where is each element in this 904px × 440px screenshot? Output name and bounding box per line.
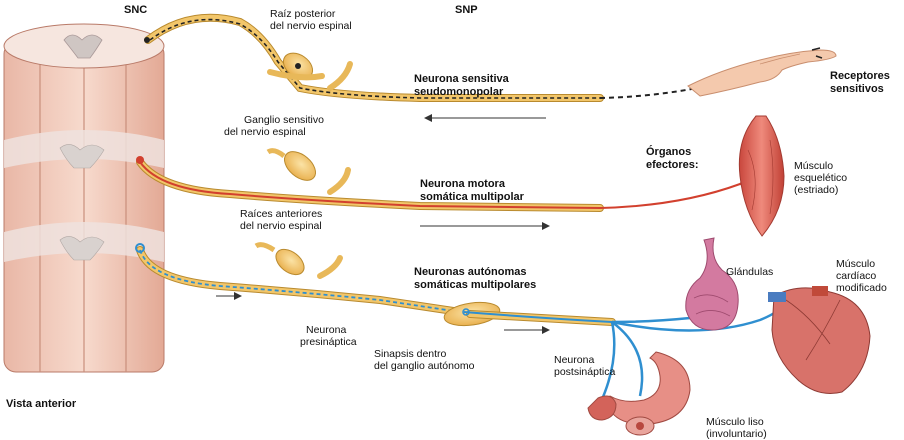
heart-illustration bbox=[768, 286, 870, 394]
synapse-label: Sinapsis dentro del ganglio autónomo bbox=[374, 348, 474, 372]
autonomic-neurons-label: Neuronas autónomas somáticas multipolare… bbox=[414, 266, 536, 291]
posterior-root-label: Raíz posterior del nervio espinal bbox=[270, 8, 352, 32]
sensory-neuron-label: Neurona sensitiva seudomonopolar bbox=[414, 73, 509, 98]
presynaptic-neuron-label: Neurona presináptica bbox=[300, 324, 357, 348]
cardiac-muscle-label: Músculo cardíaco modificado bbox=[836, 258, 887, 294]
hand-illustration bbox=[688, 48, 836, 96]
sensory-direction-arrow bbox=[424, 114, 546, 122]
glands-illustration bbox=[686, 238, 738, 330]
anterior-roots-label: Raíces anteriores del nervio espinal bbox=[240, 208, 322, 232]
effector-organs-label: Órganos efectores: bbox=[646, 146, 699, 171]
motor-direction-arrow bbox=[420, 222, 550, 230]
skeletal-muscle-illustration bbox=[739, 116, 784, 236]
spinal-cord bbox=[4, 24, 164, 372]
glands-label: Glándulas bbox=[726, 266, 773, 278]
postsynaptic-neuron-label: Neurona postsináptica bbox=[554, 354, 615, 378]
anterior-view-label: Vista anterior bbox=[6, 398, 76, 411]
sensory-ganglion-label: Ganglio sensitivo del nervio espinal bbox=[224, 114, 324, 138]
sensory-receptors-label: Receptores sensitivos bbox=[830, 70, 890, 95]
snp-label: SNP bbox=[455, 4, 478, 16]
smooth-muscle-label: Músculo liso (involuntario) bbox=[706, 416, 767, 440]
motor-neuron-label: Neurona motora somática multipolar bbox=[420, 178, 524, 203]
skeletal-muscle-label: Músculo esquelético (estriado) bbox=[794, 160, 847, 196]
snc-label: SNC bbox=[124, 4, 147, 16]
